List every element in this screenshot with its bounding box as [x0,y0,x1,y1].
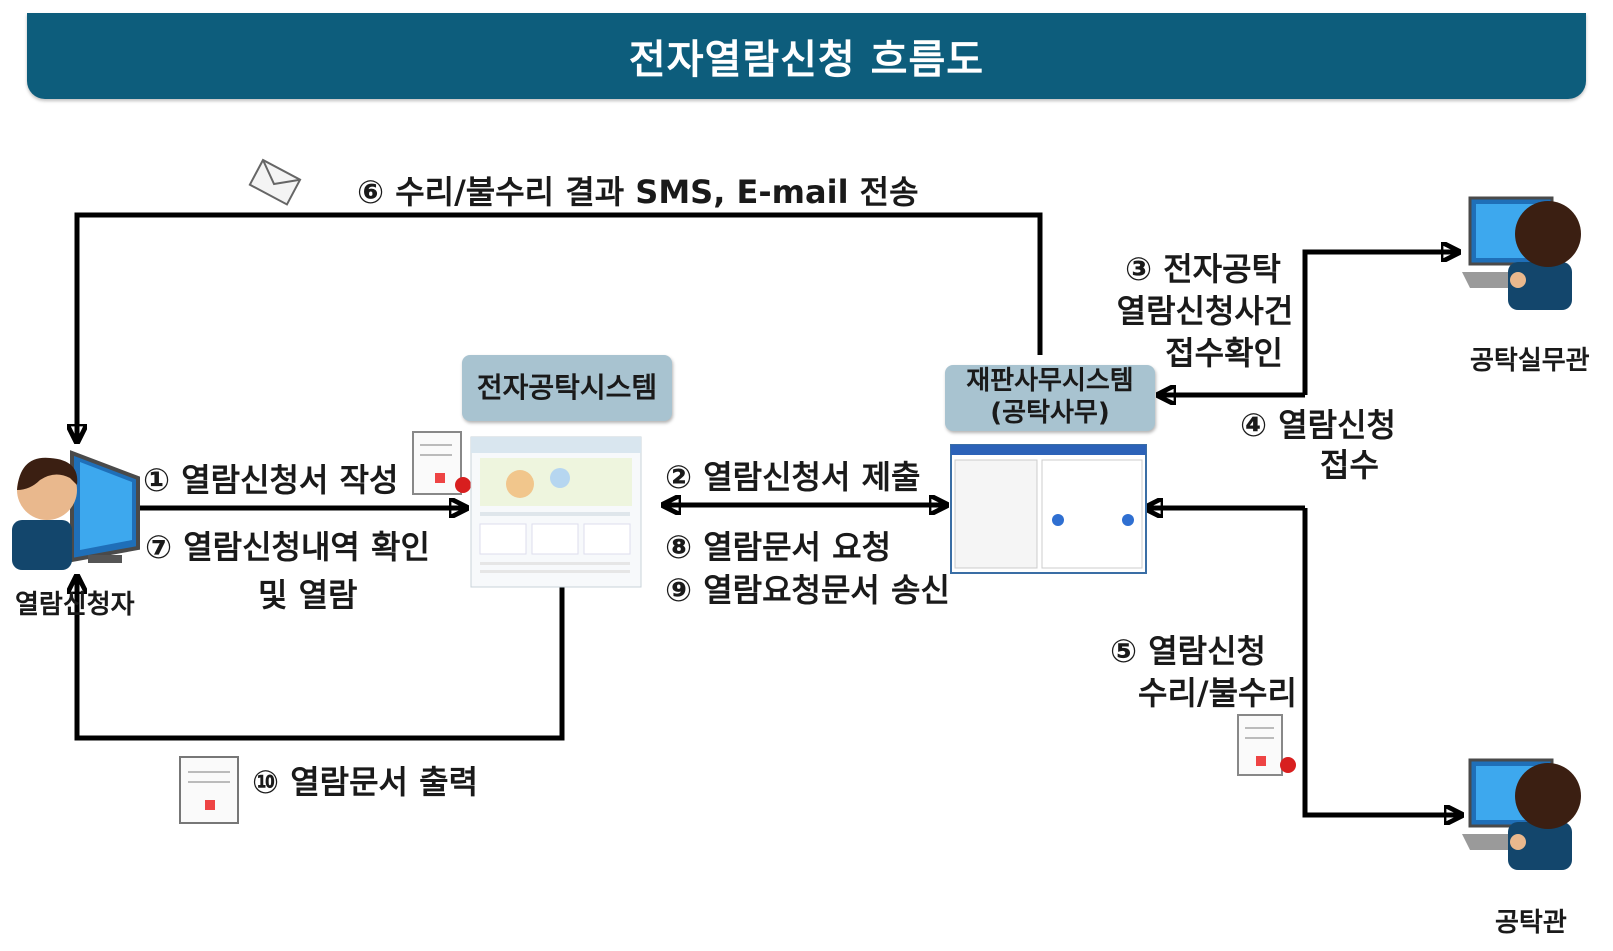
step8-label: ⑧ 열람문서 요청 [665,528,892,566]
envelope-icon [248,158,302,206]
printed-document-icon [179,756,239,824]
step7-label-2: 및 열람 [258,576,358,614]
clerk-label: 공탁실무관 [1470,346,1590,376]
step7-label-1: ⑦ 열람신청내역 확인 [145,528,430,566]
step9-label: ⑨ 열람요청문서 송신 [665,571,950,609]
step3-label-2: 열람신청사건 [1116,292,1294,330]
step5-label-2: 수리/불수리 [1138,674,1297,712]
deposit-system-screenshot [470,436,642,588]
step6-label: ⑥ 수리/불수리 결과 SMS, E-mail 전송 [357,173,919,211]
step5-label: ⑤ 열람신청 수리/불수리 [1110,630,1297,714]
arrow-step10 [77,578,565,741]
officer-person-icon [1508,763,1581,870]
applicant-label: 열람신청자 [15,590,135,620]
arrow-step3 [1302,252,1457,395]
step4-label: ④ 열람신청 접수 [1240,405,1396,485]
step4-label-2: 접수 [1320,446,1379,484]
applicant-person-icon [12,457,78,570]
arrow-step6 [77,212,1043,440]
deposit-system-box: 전자공탁시스템 [462,355,672,421]
step10-label: ⑩ 열람문서 출력 [252,763,479,801]
officer-label: 공탁관 [1495,908,1567,938]
step1-label: ① 열람신청서 작성 [143,461,399,499]
clerk-person-icon [1508,201,1581,310]
decision-document-icon [1237,714,1296,776]
court-system-screenshot [950,444,1147,574]
step3-label-1: ③ 전자공탁 [1125,250,1281,288]
applicant-computer-icon [70,450,140,563]
court-system-label-2: (공탁사무) [990,398,1110,428]
diagram-title: 전자열람신청 흐름도 [628,37,985,83]
deposit-system-label: 전자공탁시스템 [476,371,658,404]
arrow-step5-to-officer [1302,508,1460,815]
step5-label-1: ⑤ 열람신청 [1110,632,1266,670]
court-system-label-1: 재판사무시스템 [966,366,1134,396]
court-system-box: 재판사무시스템 (공탁사무) [945,365,1155,431]
step3-label-3: 접수확인 [1165,334,1283,372]
title-bar: 전자열람신청 흐름도 [27,13,1586,99]
step3-label: ③ 전자공탁 열람신청사건 접수확인 [1115,248,1295,374]
step2-label: ② 열람신청서 제출 [665,458,921,496]
step4-label-1: ④ 열람신청 [1240,406,1396,444]
application-document-icon [412,431,471,495]
